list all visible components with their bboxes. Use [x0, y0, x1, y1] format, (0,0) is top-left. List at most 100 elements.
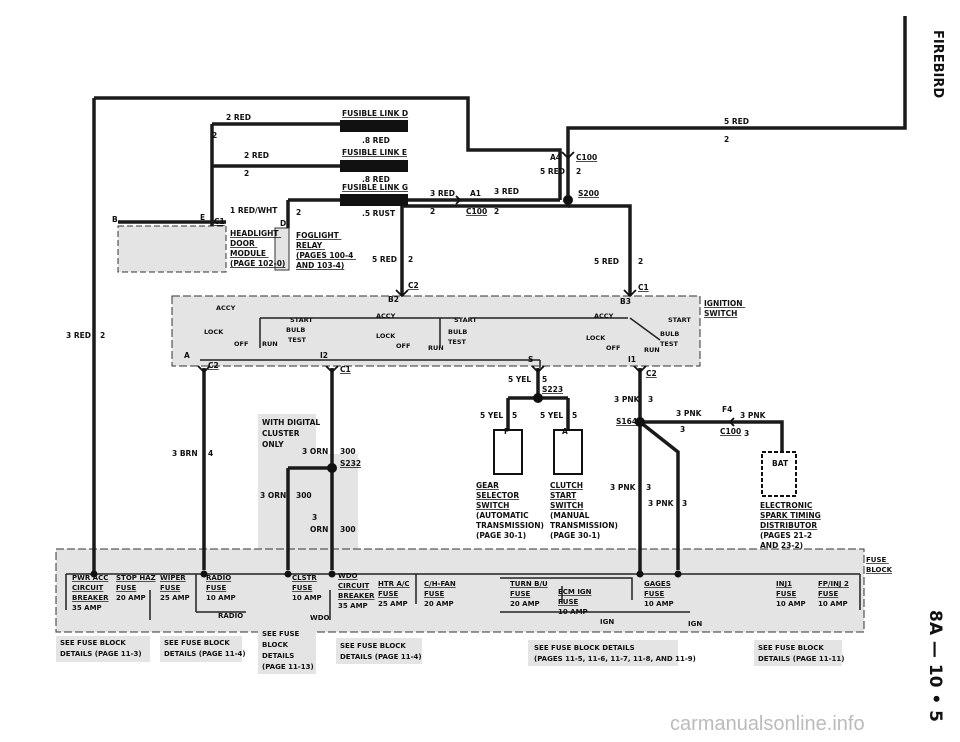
- wiper-fuse: WIPER FUSE 25 AMP: [160, 574, 190, 602]
- switch-label: TEST: [288, 336, 307, 344]
- wiring: [92, 16, 907, 574]
- s223-splice: [533, 393, 543, 403]
- pin-label: I1: [628, 355, 636, 364]
- gages-fuse: GAGES FUSE 10 AMP: [644, 580, 674, 608]
- fusible-link-labels: FUSIBLE LINK D .8 RED FUSIBLE LINK E .8 …: [342, 109, 408, 218]
- fuse-node-3: [284, 570, 292, 578]
- wire-1redwht: [286, 198, 340, 228]
- ignition-switch-positions: ACCY START LOCK BULB TEST OFF RUN ACCY S…: [204, 304, 691, 354]
- foglight-relay-box: [274, 227, 290, 271]
- connector-label: C2: [208, 361, 219, 370]
- wire-label: 3: [646, 483, 651, 492]
- wire-label: 2: [638, 257, 643, 266]
- switch-label: BULB: [286, 326, 305, 334]
- wire-label: 3 RED: [430, 189, 455, 198]
- wire-label: 2: [296, 208, 301, 217]
- wire-label: 5 RED: [540, 167, 565, 176]
- inj1-fuse: INJ1 FUSE 10 AMP: [776, 580, 806, 608]
- est-distributor-label: ELECTRONIC SPARK TIMING DISTRIBUTOR (PAG…: [760, 501, 823, 550]
- switch-label: RUN: [262, 340, 278, 348]
- wire-label: 2: [430, 207, 435, 216]
- switch-label: START: [668, 316, 691, 324]
- pin-label: A: [184, 351, 190, 360]
- wire-label: 2: [576, 167, 581, 176]
- wire-label: 5 RED: [594, 257, 619, 266]
- fusible-link-e-wire: .8 RED: [362, 175, 390, 184]
- s200-splice: [563, 195, 573, 205]
- wire-label: 3 ORN: [260, 491, 286, 500]
- fuse-block-title: FUSE BLOCK: [866, 556, 893, 574]
- wire-label: 4: [208, 449, 213, 458]
- ign-bus-label-a: IGN: [600, 618, 614, 626]
- wire-label: 3 PNK: [648, 499, 675, 508]
- pin-label: S: [528, 355, 533, 364]
- fusible-link-g-bar: [340, 194, 408, 206]
- fuse-node-2: [200, 570, 208, 578]
- switch-label: LOCK: [204, 328, 224, 336]
- wire-label: 3: [744, 429, 749, 438]
- switch-label: OFF: [396, 342, 410, 350]
- wire-label: 2: [494, 207, 499, 216]
- connector-label: C2: [646, 369, 657, 378]
- switch-label: BULB: [448, 328, 467, 336]
- radio-fuse: RADIO FUSE 10 AMP: [206, 574, 236, 602]
- radio-bus-label: RADIO: [218, 612, 243, 620]
- ref-box-3: [258, 626, 316, 674]
- switch-label: TEST: [448, 338, 467, 346]
- fuse-node-5: [636, 570, 644, 578]
- ref-note-2: SEE FUSE BLOCK DETAILS (PAGE 11-4): [164, 639, 246, 658]
- wire-label: 300: [340, 447, 356, 456]
- switch-label: ACCY: [594, 312, 614, 320]
- est-distributor-symbol: [761, 451, 797, 497]
- model-header: FIREBIRD: [930, 30, 945, 98]
- ref-note-4: SEE FUSE BLOCK DETAILS (PAGE 11-4): [340, 642, 422, 661]
- switch-label: START: [454, 316, 477, 324]
- fusible-link-g-label: FUSIBLE LINK G: [342, 183, 408, 192]
- ref-box-2: [160, 636, 242, 662]
- wire-label: ORN: [310, 525, 328, 534]
- connector-label: C1: [638, 283, 649, 292]
- page-header: FIREBIRD 8A — 10 • 5 carmanualsonline.in…: [670, 30, 945, 735]
- component-labels: HEADLIGHT DOOR MODULE (PAGE 102-0) FOGLI…: [230, 229, 823, 550]
- wire-label: 5 YEL: [508, 375, 531, 384]
- page-number: 8A — 10 • 5: [925, 610, 945, 722]
- pin-label: B2: [388, 295, 399, 304]
- wire-label: 3: [680, 425, 685, 434]
- switch-label: OFF: [234, 340, 248, 348]
- wire-3orn: [286, 368, 334, 570]
- fusible-link-e-bar: [340, 160, 408, 172]
- pin-label: I2: [320, 351, 328, 360]
- wire-label: 3 PNK: [740, 411, 767, 420]
- switch-label: RUN: [428, 344, 444, 352]
- pwr-acc-breaker: PWR ACC CIRCUIT BREAKER 35 AMP: [72, 574, 111, 612]
- wire-label: 2: [724, 135, 729, 144]
- fuse-node-1: [90, 570, 98, 578]
- fusible-link-bars: [340, 120, 408, 206]
- gear-selector-switch-symbol: [493, 429, 523, 475]
- reference-notes: SEE FUSE BLOCK DETAILS (PAGE 11-3) SEE F…: [60, 630, 844, 671]
- wire-label: 3 RED: [494, 187, 519, 196]
- wire-labels: 2 RED 2 2 RED 2 1 RED/WHT 2 3 RED A1 3 R…: [66, 113, 767, 534]
- fusible-link-g-wire: .5 RUST: [362, 209, 396, 218]
- splice-label: S200: [578, 189, 599, 198]
- switch-label: RUN: [644, 346, 660, 354]
- digital-cluster-shade: [258, 454, 358, 550]
- wire-label: F4: [722, 405, 732, 414]
- ref-note-5: SEE FUSE BLOCK DETAILS (PAGES 11-5, 11-6…: [534, 644, 696, 663]
- wire-2red-top: [210, 122, 340, 226]
- wire-label: 3 PNK: [614, 395, 641, 404]
- connector-chevrons: [197, 151, 735, 427]
- wire-label: 3 ORN: [302, 447, 328, 456]
- wire-label: C100: [720, 427, 741, 436]
- clutch-start-switch-label: CLUTCH START SWITCH (MANUAL TRANSMISSION…: [550, 481, 621, 540]
- wire-label: 3: [682, 499, 687, 508]
- wire-s200-to-c1: [568, 204, 632, 296]
- wire-label: 1 RED/WHT: [230, 206, 278, 215]
- wire-label: 2: [212, 131, 217, 140]
- switch-label: OFF: [606, 344, 620, 352]
- fusible-link-d-label: FUSIBLE LINK D: [342, 109, 408, 118]
- wire-right-main: [566, 16, 907, 200]
- gear-selector-switch-label: GEAR SELECTOR SWITCH (AUTOMATIC TRANSMIS…: [476, 481, 547, 540]
